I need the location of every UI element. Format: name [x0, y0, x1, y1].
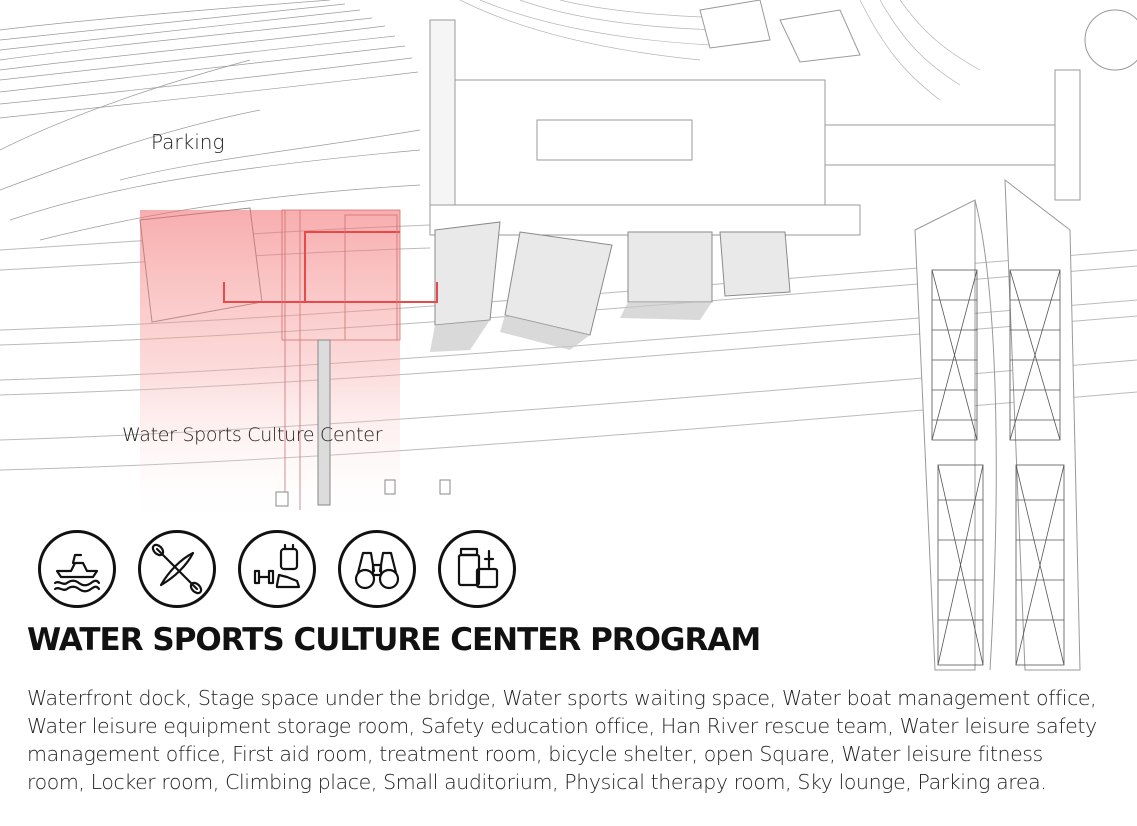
jet-ski-icon: [38, 530, 116, 608]
houses: [699, 0, 1137, 71]
parking-label: Parking: [151, 130, 225, 154]
bridge: [914, 178, 1081, 671]
program-icon-row: [38, 530, 516, 608]
bridge-truss: [931, 269, 1065, 666]
highlight-zone: [140, 210, 400, 530]
center-structure: [223, 231, 438, 303]
program-title: WATER SPORTS CULTURE CENTER PROGRAM: [27, 622, 761, 658]
pier-structure: [275, 339, 451, 507]
program-description: Waterfront dock, Stage space under the b…: [27, 686, 1097, 794]
water-sports-center-label: Water Sports Culture Center: [122, 424, 383, 446]
fitness-equipment-icon: [238, 530, 316, 608]
building-shadows: [430, 302, 712, 352]
main-building: [429, 19, 1081, 236]
first-aid-supplies-icon: [438, 530, 516, 608]
binoculars-icon: [338, 530, 416, 608]
topographic-contours-right: [459, 0, 981, 101]
center-outline: [281, 209, 401, 510]
kayak-paddle-icon: [138, 530, 216, 608]
topographic-contours: [0, 0, 421, 241]
